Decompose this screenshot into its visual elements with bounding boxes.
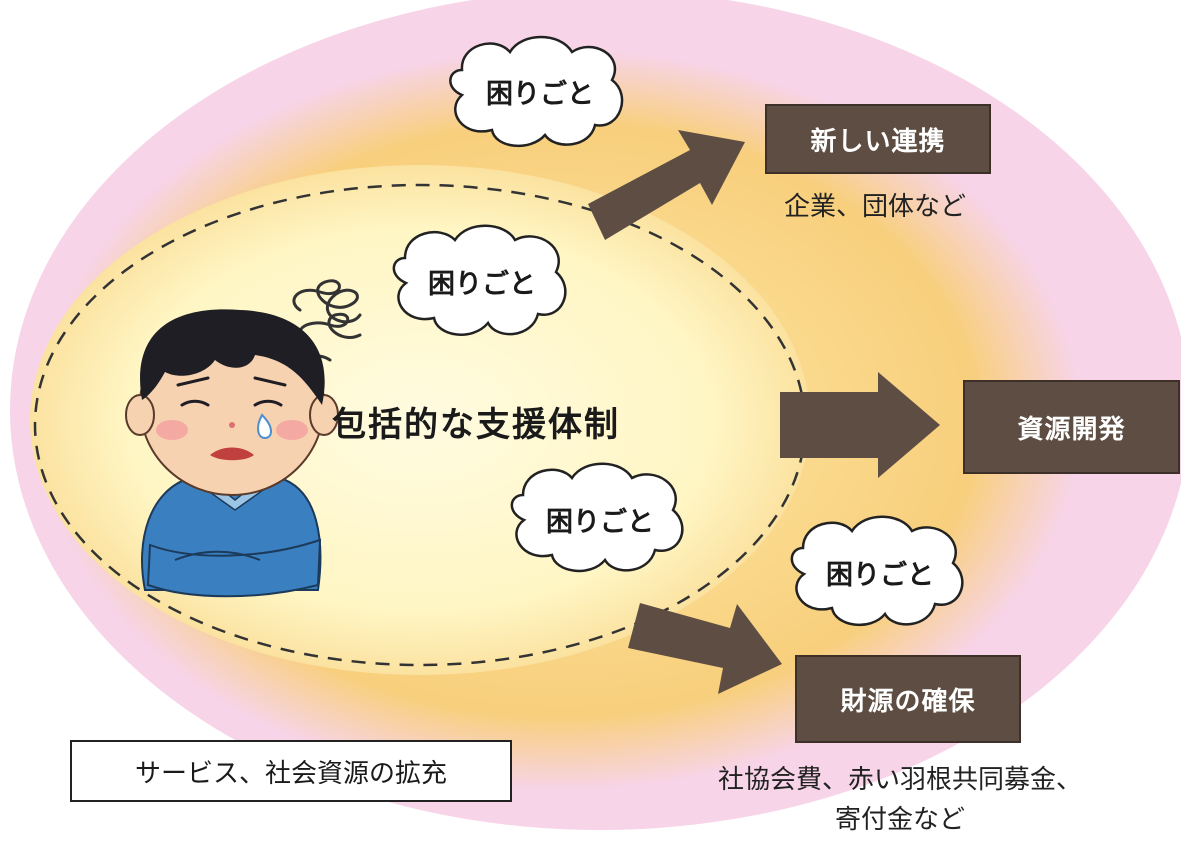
arrow-to-resource-development (780, 372, 940, 478)
funding-caption-line1: 社協会費、赤い羽根共同募金、 (717, 765, 1082, 795)
cloud-label-top: 困りごと (486, 79, 594, 110)
cloud-label-middle: 困りごと (428, 269, 536, 300)
resource-development-box: 資源開発 (963, 380, 1180, 474)
funding-box: 財源の確保 (795, 655, 1021, 743)
arrow-to-new-collaboration (588, 130, 745, 240)
funding-caption-line2: 寄付金など (834, 805, 965, 835)
worried-person-illustration (125, 309, 339, 598)
new-collaboration-caption: 企業、団体など (783, 192, 966, 222)
cloud-middle (392, 224, 567, 336)
arrow-to-funding (628, 603, 782, 694)
new-collaboration-box: 新しい連携 (765, 104, 991, 174)
cloud-lower (510, 462, 684, 573)
cloud-top (449, 35, 624, 148)
cloud-label-lower: 困りごと (546, 507, 654, 538)
cloud-right (790, 515, 964, 627)
service-expansion-box: サービス、社会資源の拡充 (70, 740, 512, 802)
center-label: 包括的な支援体制 (332, 405, 620, 445)
cloud-label-right: 困りごと (826, 560, 934, 591)
